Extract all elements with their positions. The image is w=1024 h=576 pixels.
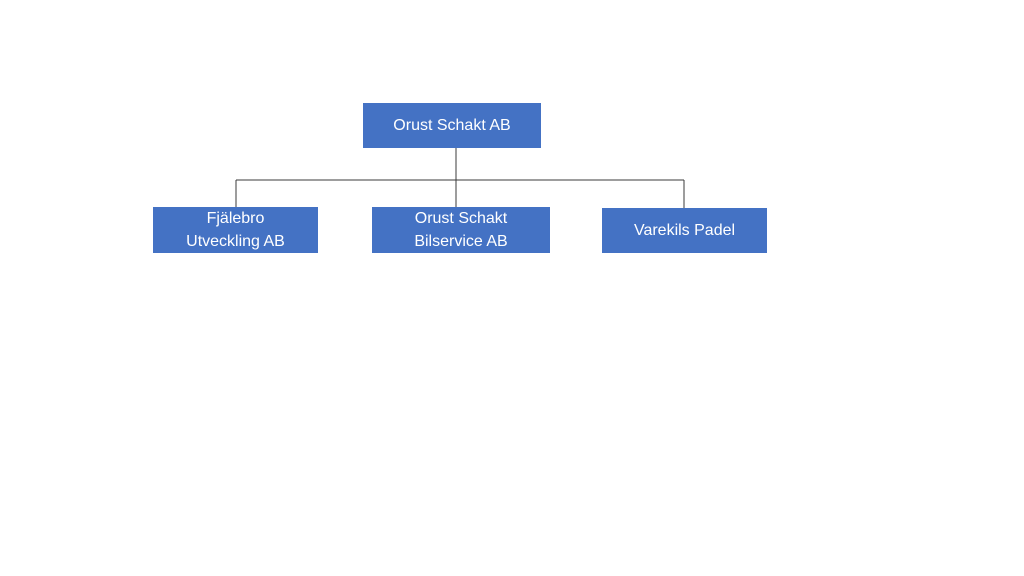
org-node-root[interactable]: Orust Schakt AB: [363, 103, 541, 148]
org-node-child-3[interactable]: Varekils Padel: [602, 208, 767, 253]
org-node-child-2-line-1: Orust Schakt: [414, 210, 508, 227]
org-node-child-2-line-2: Bilservice AB: [414, 233, 508, 250]
org-node-child-2-label: Orust Schakt Bilservice AB: [414, 207, 507, 253]
org-node-root-line-1: Orust Schakt AB: [393, 117, 511, 134]
org-node-child-3-label: Varekils Padel: [634, 219, 735, 242]
org-node-child-1-label: Fjälebro Utveckling AB: [186, 207, 285, 253]
org-node-child-1[interactable]: Fjälebro Utveckling AB: [153, 207, 318, 253]
org-node-child-3-line-1: Varekils Padel: [633, 222, 736, 239]
org-node-child-1-line-2: Utveckling AB: [186, 233, 285, 250]
org-node-child-1-line-1: Fjälebro: [206, 210, 265, 227]
org-node-child-2[interactable]: Orust Schakt Bilservice AB: [372, 207, 550, 253]
org-node-root-label: Orust Schakt AB: [393, 114, 510, 137]
